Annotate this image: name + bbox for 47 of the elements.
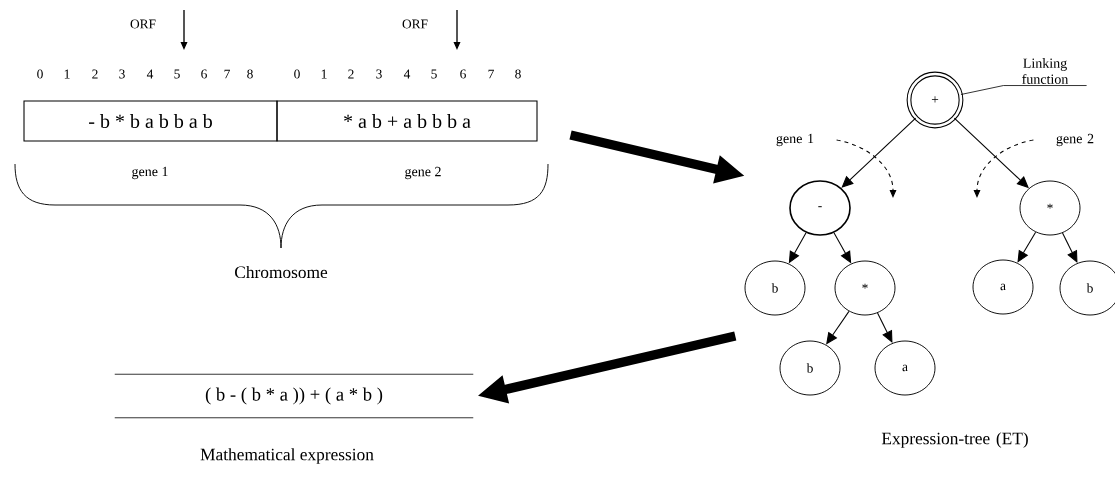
orf-label: ORF — [130, 19, 156, 29]
gene-cell: - b * b a b b a b — [23, 100, 278, 142]
position-number: 0 — [294, 69, 300, 79]
caption-text: Chromosome — [235, 265, 328, 279]
caption-text: Expression-tree (ET) — [881, 432, 1028, 448]
position-number: 1 — [321, 69, 327, 79]
tree-node: a — [972, 259, 1034, 315]
tree-node: - — [789, 180, 851, 236]
position-number: 6 — [201, 69, 207, 79]
tree-node: * — [1019, 180, 1081, 236]
position-number: 6 — [460, 69, 466, 79]
position-number: 1 — [64, 69, 70, 79]
expression-row: ( b - ( b * a )) + ( a * b ) — [114, 373, 474, 419]
tree-node: b — [1059, 260, 1115, 316]
arrow — [826, 310, 850, 345]
dashed-arrow — [973, 139, 1034, 198]
orf-label: ORF — [402, 19, 428, 29]
arrow — [1017, 231, 1037, 263]
position-number: 5 — [431, 69, 437, 79]
leader-line — [960, 85, 1087, 95]
caption-text: Mathematical expression — [200, 448, 374, 464]
arrow — [841, 117, 917, 188]
position-number: 7 — [488, 69, 494, 79]
dashed-arrow — [836, 139, 897, 198]
position-number: 7 — [224, 69, 230, 79]
position-number: 8 — [515, 69, 521, 79]
position-number: 2 — [348, 69, 354, 79]
tree-node: b — [779, 340, 841, 396]
caption-text: gene 1 — [132, 166, 168, 180]
gene-label: gene 1 — [776, 133, 814, 147]
position-number: 5 — [174, 69, 180, 79]
arrow — [1062, 232, 1078, 263]
annotation-text: Linking function — [1022, 58, 1069, 84]
arrow — [877, 312, 893, 343]
tree-node: b — [744, 260, 806, 316]
tree-node: * — [834, 260, 896, 316]
position-number: 8 — [247, 69, 253, 79]
position-number: 2 — [92, 69, 98, 79]
gene-cell: * a b + a b b b a — [276, 100, 538, 142]
tree-node: a — [874, 340, 936, 396]
gene-label: gene 2 — [1056, 133, 1094, 147]
position-number: 3 — [119, 69, 125, 79]
position-number: 4 — [403, 69, 411, 79]
position-number: 0 — [37, 69, 43, 79]
position-number: 3 — [376, 69, 382, 79]
caption-text: gene 2 — [405, 166, 441, 180]
position-number: 4 — [146, 69, 154, 79]
